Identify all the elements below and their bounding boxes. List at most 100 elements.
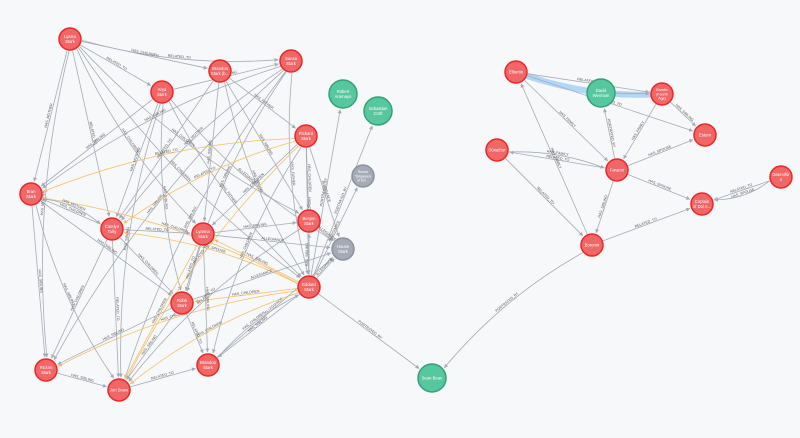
- actor-node-circle[interactable]: [363, 96, 393, 126]
- relationship-edge[interactable]: [43, 138, 295, 192]
- relationship-edge[interactable]: [33, 50, 68, 182]
- relationship-edge[interactable]: [214, 234, 331, 250]
- relationship-edge[interactable]: [53, 70, 284, 361]
- relationship-edge[interactable]: [124, 71, 286, 379]
- relationship-edge[interactable]: [224, 82, 305, 276]
- relationship-edge[interactable]: [79, 46, 300, 214]
- relationship-edge[interactable]: [306, 147, 311, 209]
- relationship-edge[interactable]: [318, 293, 420, 369]
- relationship-edge[interactable]: [40, 99, 153, 187]
- relationship-edge[interactable]: [130, 292, 299, 385]
- relationship-edge[interactable]: [72, 50, 111, 217]
- relationship-edge[interactable]: [186, 313, 204, 354]
- person-node-circle[interactable]: [297, 209, 321, 233]
- relationship-edge[interactable]: [184, 245, 200, 291]
- relationship-edge[interactable]: [123, 140, 296, 224]
- relationship-edge[interactable]: [628, 139, 694, 166]
- person-node-circle[interactable]: [191, 222, 215, 246]
- relationship-edge[interactable]: [123, 229, 191, 236]
- relationship-edge[interactable]: [623, 104, 657, 160]
- person-node-circle[interactable]: [504, 60, 528, 84]
- relationship-edge[interactable]: [57, 372, 107, 388]
- person-node-circle[interactable]: [58, 27, 82, 51]
- relationship-edge[interactable]: [603, 108, 615, 159]
- relationship-edge[interactable]: [126, 312, 176, 380]
- relationship-edge[interactable]: [58, 290, 298, 367]
- house-node-circle[interactable]: [331, 237, 355, 261]
- person-node-circle[interactable]: [34, 358, 58, 382]
- relationship-edge[interactable]: [126, 145, 300, 380]
- relationship-edge[interactable]: [214, 221, 297, 233]
- relationship-edge[interactable]: [310, 109, 342, 276]
- person-node-circle[interactable]: [769, 165, 793, 189]
- person-node-circle[interactable]: [150, 80, 174, 104]
- relationship-edge[interactable]: [35, 204, 115, 379]
- person-node-circle[interactable]: [19, 182, 43, 206]
- person-node-circle[interactable]: [100, 217, 124, 241]
- relationship-edge[interactable]: [40, 200, 172, 296]
- node-sean-bean[interactable]: Sean Bean: [417, 363, 447, 393]
- node-elbertin[interactable]: Elbertin: [504, 60, 528, 84]
- relationship-edge[interactable]: [313, 187, 358, 277]
- relationship-edge[interactable]: [309, 147, 340, 237]
- person-node-circle[interactable]: [294, 124, 318, 148]
- relationship-edge[interactable]: [595, 181, 614, 234]
- relationship-edge[interactable]: [217, 294, 300, 358]
- person-node-circle[interactable]: [605, 158, 629, 182]
- person-node-circle[interactable]: [208, 59, 232, 83]
- person-node-circle[interactable]: [693, 123, 717, 147]
- actor-node-circle[interactable]: [328, 79, 358, 109]
- relationship-edge[interactable]: [216, 257, 334, 358]
- person-node-circle[interactable]: [279, 49, 303, 73]
- relationship-edge[interactable]: [121, 68, 283, 221]
- relationship-edge[interactable]: [41, 198, 101, 225]
- relationship-edge[interactable]: [505, 158, 584, 237]
- relationship-edge[interactable]: [119, 237, 174, 294]
- relationship-edge[interactable]: [168, 101, 302, 277]
- relationship-edge[interactable]: [443, 252, 583, 369]
- person-node-circle[interactable]: [196, 353, 220, 377]
- relationship-edge[interactable]: [214, 239, 299, 282]
- person-node-circle[interactable]: [690, 192, 714, 216]
- relationship-edge[interactable]: [318, 228, 334, 242]
- relationship-edge[interactable]: [118, 80, 214, 219]
- node-dunathor[interactable]: Dúnathor: [485, 138, 509, 162]
- relationship-edge[interactable]: [627, 174, 691, 200]
- relationship-edge[interactable]: [524, 80, 608, 162]
- relationship-edge[interactable]: [713, 180, 770, 202]
- relationship-edge[interactable]: [193, 252, 332, 300]
- relationship-edge[interactable]: [57, 307, 172, 365]
- person-node-circle[interactable]: [485, 138, 509, 162]
- person-node-circle[interactable]: [170, 291, 194, 315]
- actor-node-circle[interactable]: [586, 78, 616, 108]
- relationship-edge[interactable]: [217, 293, 300, 358]
- relationship-edge[interactable]: [42, 66, 281, 189]
- node-boromir[interactable]: Boromir: [580, 233, 604, 257]
- relationship-edge[interactable]: [520, 83, 588, 235]
- relationship-edge[interactable]: [51, 239, 108, 359]
- relationship-edge[interactable]: [81, 41, 208, 70]
- relationship-edge[interactable]: [118, 103, 161, 378]
- relationship-edge[interactable]: [42, 196, 298, 284]
- person-node-circle[interactable]: [650, 82, 674, 106]
- relationship-edge[interactable]: [527, 73, 650, 94]
- relationship-edge[interactable]: [112, 240, 121, 378]
- relationship-edge[interactable]: [80, 44, 152, 86]
